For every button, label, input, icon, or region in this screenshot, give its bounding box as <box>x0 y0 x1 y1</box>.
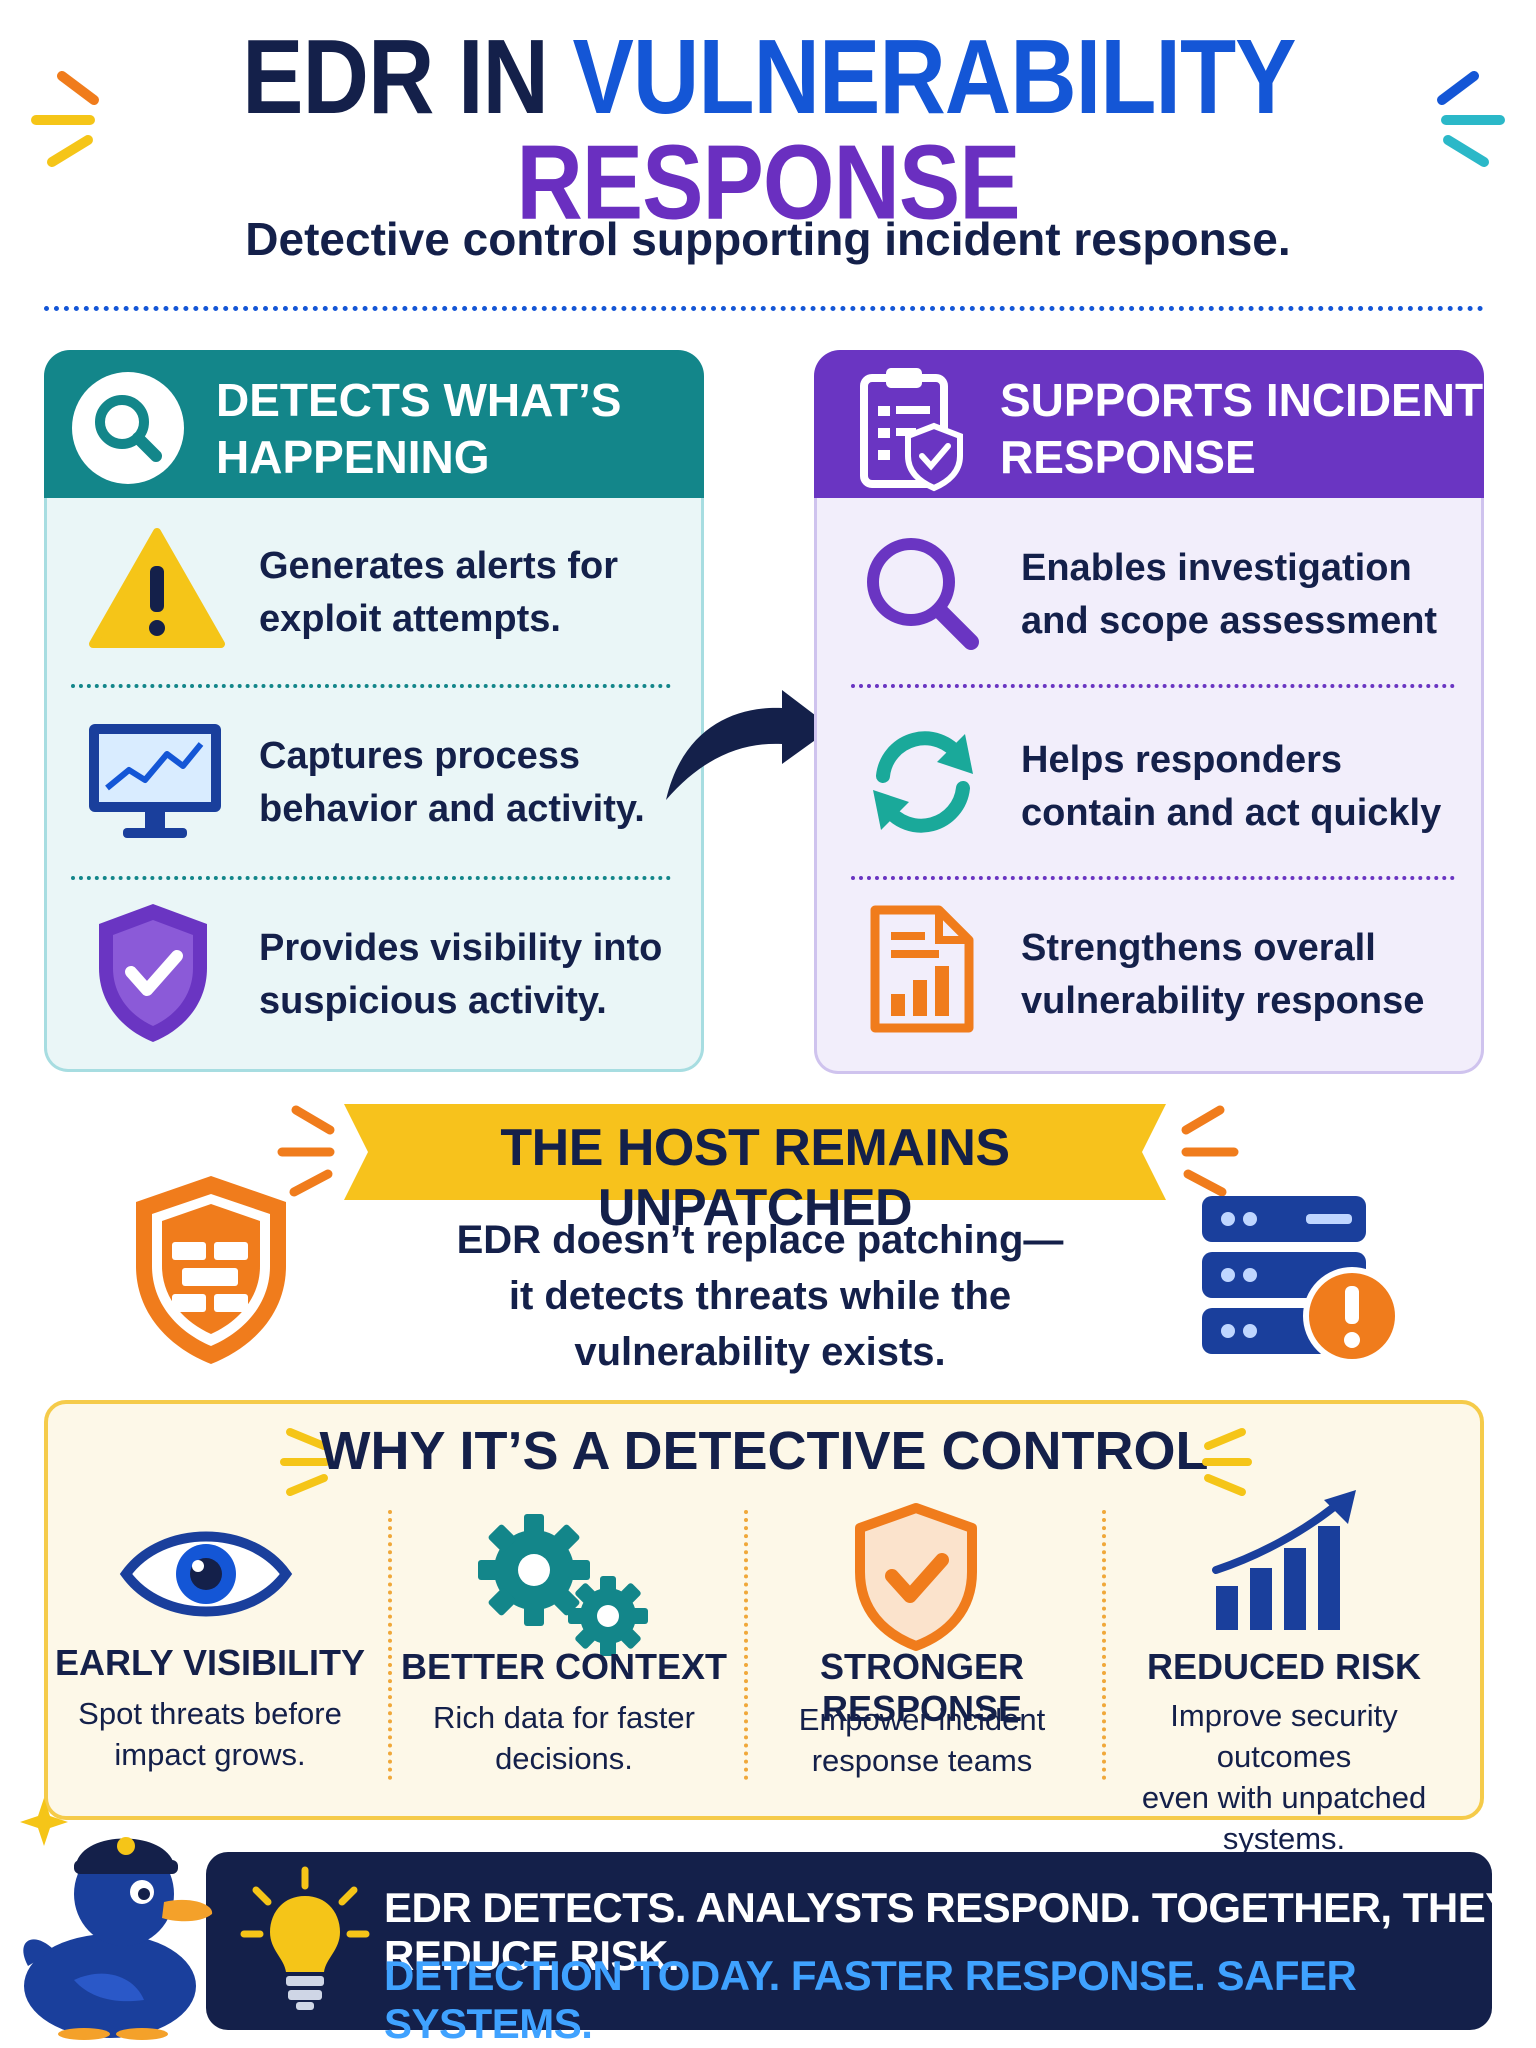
reduced-risk-title: REDUCED RISK <box>1146 1646 1422 1687</box>
unpatched-explanation: EDR doesn’t replace patching— it detects… <box>456 1218 1064 1374</box>
search-icon <box>72 372 184 484</box>
early-visibility-title: EARLY VISIBILITY <box>54 1642 366 1683</box>
title-burst-right-icon <box>1437 71 1505 167</box>
detects-item-2: Captures process behavior and activity. <box>259 735 645 831</box>
title-part-response: RESPONSE <box>516 124 1020 242</box>
shield-check-icon <box>99 904 207 1042</box>
title-part-vulnerability: VULNERABILITY <box>572 18 1295 136</box>
supports-panel-header: SUPPORTS INCIDENT RESPONSE <box>814 350 1484 500</box>
why-burst-left-icon <box>280 1428 330 1496</box>
warning-icon <box>89 528 225 648</box>
curved-arrow-icon <box>666 690 832 800</box>
detects-panel-header: DETECTS WHAT’S HAPPENING <box>44 350 704 500</box>
shield-check-icon <box>855 1503 977 1651</box>
item-divider <box>71 684 671 688</box>
duck-mascot-icon <box>20 1798 213 2040</box>
bar-chart-up-icon <box>1212 1490 1356 1630</box>
eye-icon <box>119 1531 293 1617</box>
item-divider <box>851 684 1455 688</box>
title-part-edr: EDR IN <box>242 18 549 136</box>
monitor-chart-icon <box>89 724 221 838</box>
page-title: EDR IN VULNERABILITY RESPONSE <box>0 24 1536 236</box>
lightbulb-icon <box>240 1866 370 2010</box>
magnifier-icon <box>867 538 979 650</box>
clipboard-shield-icon <box>860 368 963 492</box>
supports-item-2: Helps responders contain and act quickly <box>1021 739 1442 835</box>
refresh-icon <box>873 731 973 833</box>
why-burst-right-icon <box>1202 1428 1252 1496</box>
header-divider <box>44 306 1484 311</box>
footer-bar <box>206 1852 1492 2030</box>
footer-line-1: EDR DETECTS. ANALYSTS RESPOND. TOGETHER,… <box>384 1884 1513 1979</box>
unpatched-banner <box>344 1104 1166 1200</box>
title-burst-left-icon <box>31 71 99 167</box>
banner-burst-left-icon <box>277 1105 335 1197</box>
early-visibility-description: Spot threats before impact grows. <box>78 1696 342 1772</box>
supports-item-3: Strengthens overall vulnerability respon… <box>1021 927 1425 1023</box>
detects-item-3: Provides visibility into suspicious acti… <box>259 927 663 1023</box>
detective-control-box <box>44 1400 1484 1820</box>
firewall-shield-icon <box>136 1176 286 1364</box>
detective-control-title: WHY IT’S A DETECTIVE CONTROL <box>319 1421 1209 1481</box>
banner-burst-right-icon <box>1181 1105 1239 1197</box>
report-icon <box>870 905 974 1033</box>
page-subtitle: Detective control supporting incident re… <box>245 213 1291 265</box>
supports-panel-title: SUPPORTS INCIDENT RESPONSE <box>1000 374 1484 484</box>
footer-line-2: DETECTION TODAY. FASTER RESPONSE. SAFER … <box>384 1952 1357 2047</box>
better-context-description: Rich data for faster decisions. <box>433 1700 695 1776</box>
reduced-risk-description: Improve security outcomes even with unpa… <box>1141 1698 1427 1856</box>
detects-item-1: Generates alerts for exploit attempts. <box>259 545 619 641</box>
server-alert-icon <box>1202 1196 1401 1365</box>
item-divider <box>851 876 1455 880</box>
unpatched-banner-title: THE HOST REMAINS UNPATCHED <box>500 1119 1010 1237</box>
supports-item-1: Enables investigation and scope assessme… <box>1021 547 1438 643</box>
supports-panel-body: Enables investigation and scope assessme… <box>814 498 1484 1074</box>
column-divider <box>1102 1510 1106 1780</box>
stronger-response-title: STRONGER RESPONSE <box>819 1646 1024 1729</box>
gears-icon <box>478 1514 648 1656</box>
column-divider <box>388 1510 392 1780</box>
better-context-title: BETTER CONTEXT <box>400 1646 727 1687</box>
detects-panel-title: DETECTS WHAT’S HAPPENING <box>216 374 622 484</box>
stronger-response-description: Empower incident response teams <box>798 1702 1046 1778</box>
detects-panel-body: Generates alerts for exploit attempts. C… <box>44 498 704 1072</box>
item-divider <box>71 876 671 880</box>
column-divider <box>744 1510 748 1780</box>
